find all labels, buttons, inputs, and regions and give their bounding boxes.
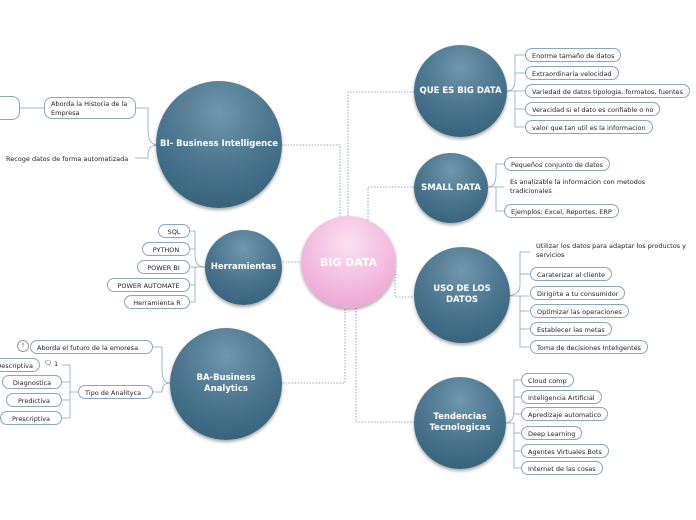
tendencia-item[interactable]: Apredizaje automatico: [521, 407, 609, 421]
ba-tipo-item[interactable]: Prescriptiva: [0, 411, 62, 425]
herramienta-item[interactable]: PYTHON: [142, 242, 190, 256]
tendencia-item[interactable]: Internet de las cosas: [521, 461, 603, 475]
node-small-data[interactable]: SMALL DATA: [414, 153, 488, 223]
uso-item[interactable]: Utilizar los datos para adaptar los prod…: [530, 240, 696, 262]
warning-icon: !: [17, 340, 29, 352]
que-es-item[interactable]: Variedad de datos tipologia, formatos, f…: [525, 84, 690, 98]
small-data-item[interactable]: Pequeños conjunto de datos: [504, 157, 610, 171]
node-tendencias-tecnologicas[interactable]: Tendencias Tecnologicas: [414, 377, 506, 469]
node-business-intelligence[interactable]: BI- Business Intelligence: [156, 81, 282, 208]
center-node-big-data[interactable]: BIG DATA: [301, 216, 396, 308]
tendencia-item[interactable]: Inteligencia Artificial: [521, 390, 602, 404]
uso-item[interactable]: Caraterizar al cliente: [530, 267, 613, 281]
node-que-es-big-data[interactable]: QUE ES BIG DATA: [414, 45, 507, 137]
que-es-item[interactable]: Enorme tamaño de datos: [525, 48, 622, 62]
ba-tipo-item[interactable]: Predictiva: [6, 393, 62, 407]
que-es-item[interactable]: Veracidad si el dato es confiable o no: [525, 102, 661, 116]
que-es-item[interactable]: Extraordinaria velocidad: [525, 66, 619, 80]
node-business-analytics[interactable]: BA-Business Analytics: [170, 328, 282, 440]
node-herramientas[interactable]: Herramientas: [205, 230, 282, 305]
small-data-item[interactable]: Ejemplos: Excel, Reportes, ERP: [504, 204, 619, 218]
bi-item[interactable]: Recoge datos de forma automatizada: [0, 152, 135, 166]
ba-tipo-item[interactable]: Descriptiva: [0, 358, 40, 372]
ba-tipo-analitica[interactable]: Tipo de Analityca: [78, 385, 153, 399]
bi-item[interactable]: Aborda la Historia de la Empresa: [44, 97, 136, 119]
herramienta-item[interactable]: SQL: [158, 224, 190, 238]
herramienta-item[interactable]: POWER BI: [137, 260, 190, 274]
que-es-item[interactable]: valor que tan util es la informacion: [525, 120, 653, 134]
ba-tipo-item[interactable]: Diagnostica: [2, 375, 62, 389]
node-uso-de-los-datos[interactable]: USO DE LOS DATOS: [414, 247, 510, 343]
uso-item[interactable]: Establecer las metas: [530, 322, 612, 336]
tendencia-item[interactable]: Agentes Virtuales Bots: [521, 444, 609, 458]
tendencia-item[interactable]: Deep Learning: [521, 426, 583, 440]
herramienta-item[interactable]: POWER AUTOMATE: [107, 278, 190, 292]
comment-count: 1: [54, 360, 59, 368]
uso-item[interactable]: Optimizar las operaciones: [530, 304, 629, 318]
small-data-item[interactable]: Es analizable la informacion con metodos…: [504, 176, 674, 198]
uso-item[interactable]: Toma de decisiones Inteligentes: [530, 340, 649, 354]
bi-item-partial[interactable]: [0, 96, 20, 120]
ba-futuro-item[interactable]: Aborda el futuro de la emoresa: [30, 340, 153, 354]
tendencia-item[interactable]: Cloud comp: [521, 373, 574, 387]
uso-item[interactable]: Dirigirte a tu consumidor: [530, 286, 626, 300]
herramienta-item[interactable]: Herramienta R: [124, 295, 190, 309]
comment-icon[interactable]: 🗨: [44, 359, 53, 367]
